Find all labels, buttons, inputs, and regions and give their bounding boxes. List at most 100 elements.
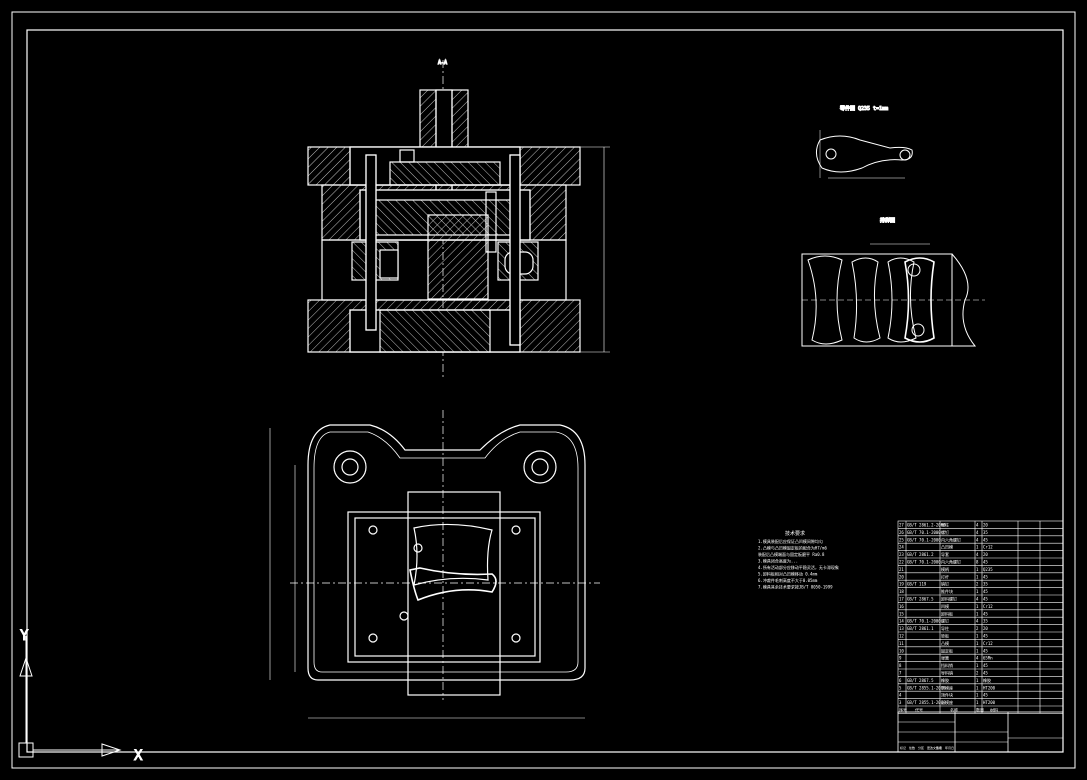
bom-cell-name: 挡料销 xyxy=(941,662,953,668)
bom-cell-name: 内六角螺钉 xyxy=(941,536,961,542)
notes-line: 7.模具其余技术要求按JB/T 8050-1999 xyxy=(758,584,833,590)
bom-cell-name: 推件块 xyxy=(941,588,953,594)
bom-cell-name: 弹簧 xyxy=(941,655,949,661)
bom-header-cell: 材料 xyxy=(990,707,998,713)
bom-cell-no: 4 xyxy=(899,693,902,698)
bom-cell-mat: Cr12 xyxy=(983,545,993,550)
bom-cell-name: 凸模 xyxy=(941,640,949,646)
bom-cell-qty: 1 xyxy=(976,685,979,690)
bom-cell-name: 顶件块 xyxy=(941,692,953,698)
bom-cell-no: 3 xyxy=(899,700,902,705)
plan-view[interactable] xyxy=(269,410,600,719)
bom-cell-mat: 45 xyxy=(983,589,988,594)
bom-cell-no: 18 xyxy=(899,589,904,594)
bom-cell-code: GB/T 70.1-2000 xyxy=(907,560,941,565)
bom-cell-name: 螺钉 xyxy=(941,529,949,535)
bom-cell-no: 10 xyxy=(899,648,904,653)
bom-cell-mat: 45 xyxy=(983,648,988,653)
notes-title: 技术要求 xyxy=(785,530,805,537)
part-drawing[interactable]: 零件图 Q235 t=1mm xyxy=(816,105,913,179)
bom-cell-no: 16 xyxy=(899,604,904,609)
bom-cell-code: GB/T 2861.1 xyxy=(907,626,934,631)
section-view[interactable]: A-A xyxy=(307,59,610,378)
bom-cell-mat: 20 xyxy=(983,626,988,631)
bom-cell-mat: Q235 xyxy=(983,567,993,572)
bom-cell-mat: Cr12 xyxy=(983,641,993,646)
bom-cell-mat: 45 xyxy=(983,560,988,565)
bom-cell-mat: HT200 xyxy=(983,685,996,690)
sheet-border-inner xyxy=(26,29,1064,753)
bom-cell-name: 销钉 xyxy=(941,581,949,587)
bom-cell-no: 22 xyxy=(899,560,904,565)
ucs-icon: Y X xyxy=(18,628,144,765)
title-block[interactable]: 标记处数分区更改文件号签名年月日 xyxy=(897,711,1064,753)
bom-cell-name: 下模座 xyxy=(941,684,953,690)
bom-cell-name: 垫板 xyxy=(941,633,949,639)
bom-cell-qty: 8 xyxy=(976,560,979,565)
bom-cell-no: 8 xyxy=(899,663,902,668)
strip-layout[interactable]: 排样图 xyxy=(801,217,985,347)
bom-cell-qty: 2 xyxy=(976,671,979,676)
notes-line: 1.模具装配后应保证凸凹模间隙均匀 xyxy=(758,538,823,544)
bom-cell-name: 导柱 xyxy=(941,625,949,631)
bom-cell-no: 21 xyxy=(899,567,904,572)
bom-cell-qty: 1 xyxy=(976,545,979,550)
bom-cell-qty: 1 xyxy=(976,589,979,594)
bom-cell-mat: 45 xyxy=(983,597,988,602)
bom-cell-name: 模柄 xyxy=(941,566,949,572)
bom-cell-mat: 45 xyxy=(983,693,988,698)
bom-cell-name: 打杆 xyxy=(941,573,949,579)
bom-cell-no: 6 xyxy=(899,678,902,683)
bom-cell-mat: 45 xyxy=(983,663,988,668)
bom-cell-code: GB/T 70.1-2000 xyxy=(907,530,941,535)
bom-cell-qty: 4 xyxy=(976,656,979,661)
bom-cell-name: 螺钉 xyxy=(941,618,949,624)
title-block-label: 更改文件号 xyxy=(927,745,942,750)
bom-cell-mat: 65Mn xyxy=(983,656,993,661)
bom-cell-name: 卸料板 xyxy=(941,610,953,616)
bom-cell-no: 15 xyxy=(899,611,904,616)
bom-cell-no: 12 xyxy=(899,634,904,639)
sheet-border-outer xyxy=(11,11,1076,769)
bom-cell-mat: 20 xyxy=(983,552,988,557)
title-block-label: 分区 xyxy=(918,745,924,750)
bom-row[interactable]: 18 推件块 1 45 xyxy=(899,588,988,594)
layout-label: 排样图 xyxy=(880,217,895,224)
bom-cell-mat: 35 xyxy=(983,582,988,587)
bom-cell-qty: 4 xyxy=(976,552,979,557)
bom-cell-no: 26 xyxy=(899,530,904,535)
bom-cell-qty: 1 xyxy=(976,611,979,616)
bom-cell-qty: 4 xyxy=(976,597,979,602)
bom-cell-no: 14 xyxy=(899,619,904,624)
bom-cell-no: 13 xyxy=(899,626,904,631)
bom-cell-qty: 1 xyxy=(976,574,979,579)
bom-header-cell: 数量 xyxy=(976,707,984,713)
bom-cell-no: 7 xyxy=(899,671,902,676)
